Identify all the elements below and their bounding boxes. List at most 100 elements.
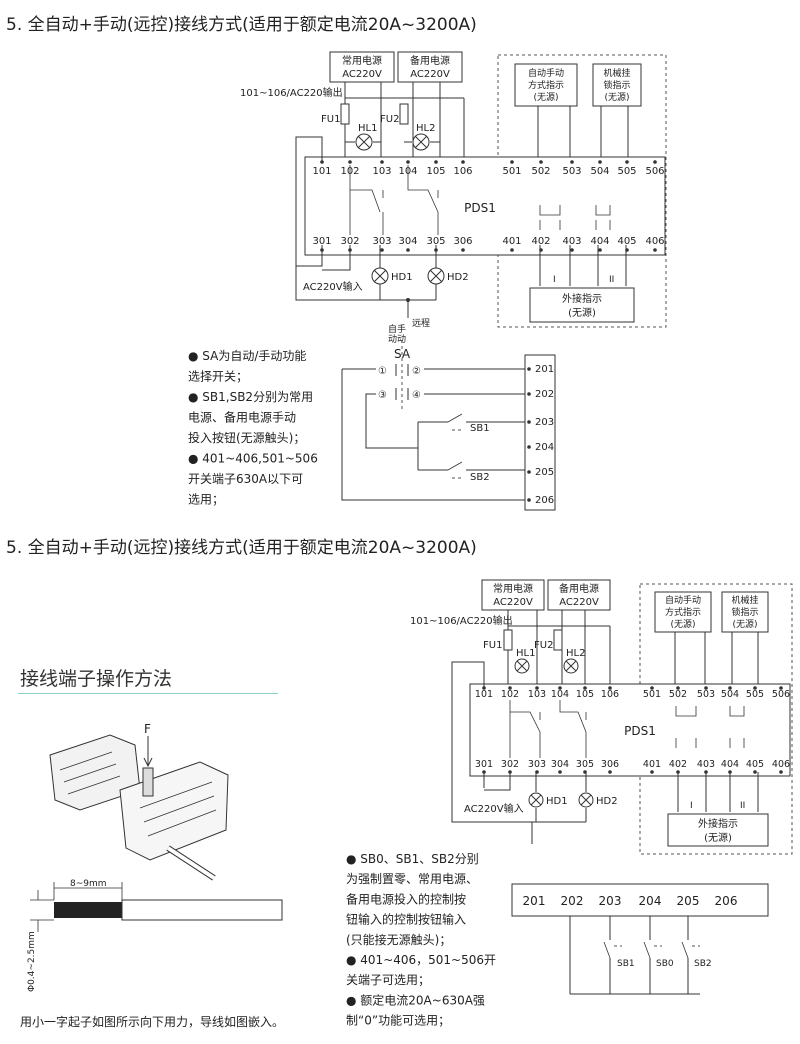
terminal-op-title: 接线端子操作方法 bbox=[20, 668, 173, 690]
junction-dot bbox=[406, 298, 410, 302]
s1-top-terminal-label-10: 505 bbox=[617, 166, 636, 177]
s2-sb1-label: SB1 bbox=[617, 959, 635, 969]
s2-fuse2-symbol bbox=[553, 629, 563, 651]
s2-top-terminal-label-1: 102 bbox=[501, 689, 519, 700]
s2-bottom-terminal-label-5: 306 bbox=[601, 759, 619, 770]
sa-contact-bars bbox=[395, 364, 409, 400]
s1-top-terminal-label-9: 504 bbox=[590, 166, 609, 177]
s2-button-wiring bbox=[569, 916, 700, 995]
s2-main-power-voltage: AC220V bbox=[493, 597, 533, 608]
hd2-label: HD2 bbox=[447, 272, 469, 283]
s1-bottom-terminal-label-5: 306 bbox=[453, 236, 472, 247]
s2-fuse2-label: FU2 bbox=[534, 640, 553, 651]
s1-control-terminal-dot-0 bbox=[527, 367, 531, 371]
lamp-hl2 bbox=[412, 133, 430, 151]
s2-note-line-8: 制“0”功能可选用； bbox=[346, 1014, 450, 1028]
sb1-label: SB1 bbox=[470, 423, 490, 434]
s2-bottom-terminal-label-7: 402 bbox=[669, 759, 687, 770]
s2-bottom-terminal-label-9: 404 bbox=[721, 759, 739, 770]
s2-left-loop-wire bbox=[451, 661, 586, 823]
s2-top-terminal-label-6: 501 bbox=[643, 689, 661, 700]
s1-bottom-terminal-dot-11 bbox=[653, 248, 657, 252]
mode-indicator-line3: (无源) bbox=[533, 92, 558, 103]
control-wiring bbox=[341, 368, 525, 501]
s1-top-terminal-dot-8 bbox=[570, 160, 574, 164]
s2-control-terminal-label-4: 205 bbox=[677, 894, 700, 908]
lock-indicator-line1: 机械挂 bbox=[603, 67, 630, 79]
main-power-label: 常用电源 bbox=[342, 54, 382, 67]
s1-control-terminal-dot-5 bbox=[527, 498, 531, 502]
s1-top-terminal-dot-7 bbox=[539, 160, 543, 164]
s2-internal-contact-3 bbox=[675, 706, 745, 748]
s2-ext-indicator-line2: (无源) bbox=[704, 831, 732, 844]
s2-top-terminal-dot-9 bbox=[728, 686, 732, 690]
s1-top-terminal-label-6: 501 bbox=[502, 166, 521, 177]
s2-note-line-5: ● 401~406，501~506开 bbox=[346, 953, 496, 967]
s2-pds1-terminal-block bbox=[469, 683, 791, 777]
fuse2-symbol bbox=[399, 103, 409, 125]
s1-bottom-terminal-dot-8 bbox=[570, 248, 574, 252]
s2-bottom-terminal-label-3: 304 bbox=[551, 759, 569, 770]
s2-internal-contact-1 bbox=[509, 700, 541, 758]
s1-control-terminal-dot-1 bbox=[527, 392, 531, 396]
ext-indicator-wires bbox=[539, 245, 627, 286]
s1-top-terminal-label-0: 101 bbox=[312, 166, 331, 177]
s1-top-terminal-dot-2 bbox=[380, 160, 384, 164]
s2-lamp2-label: HL2 bbox=[566, 648, 585, 659]
s2-fuse1-label: FU1 bbox=[483, 640, 502, 651]
mode-indicator-line1: 自动手动 bbox=[528, 67, 564, 79]
s2-top-terminal-label-11: 506 bbox=[772, 689, 790, 700]
s1-bottom-terminal-label-11: 406 bbox=[645, 236, 664, 247]
s1-control-terminal-label-2: 203 bbox=[535, 417, 554, 428]
s2-top-terminal-dot-10 bbox=[753, 686, 757, 690]
sa-auto-label: 自手 bbox=[388, 323, 406, 335]
s1-control-terminal-dot-4 bbox=[527, 470, 531, 474]
s1-note-line-5: ● 401~406,501~506 bbox=[188, 452, 318, 466]
s2-output-label: 101~106/AC220输出 bbox=[410, 614, 513, 627]
ext-indicator-line2: (无源) bbox=[568, 306, 596, 319]
s1-top-terminal-label-4: 105 bbox=[426, 166, 445, 177]
hd-wires bbox=[379, 245, 437, 318]
s1-bottom-terminal-label-4: 305 bbox=[426, 236, 445, 247]
s2-lamp-hl1 bbox=[514, 658, 530, 674]
s2-main-power-box bbox=[481, 579, 545, 611]
sa-remote-label: 远程 bbox=[412, 318, 430, 329]
s2-bottom-terminal-label-4: 305 bbox=[576, 759, 594, 770]
strip-length-label: 8~9mm bbox=[70, 879, 107, 889]
s2-sb0-label: SB0 bbox=[656, 959, 674, 969]
input-label: AC220V输入 bbox=[303, 280, 363, 293]
s1-bottom-terminal-label-0: 301 bbox=[312, 236, 331, 247]
s2-top-terminal-label-8: 503 bbox=[697, 689, 715, 700]
s2-bottom-terminal-label-0: 301 bbox=[475, 759, 493, 770]
s1-bottom-terminal-label-3: 304 bbox=[398, 236, 417, 247]
s2-bottom-terminal-dot-6 bbox=[650, 770, 654, 774]
s2-ext-indicator-wires bbox=[677, 772, 759, 812]
s2-top-terminal-dot-5 bbox=[608, 686, 612, 690]
lock-indicator-line2: 锁指示 bbox=[603, 79, 630, 91]
s2-top-terminal-dot-7 bbox=[676, 686, 680, 690]
s2-top-terminal-dot-11 bbox=[779, 686, 783, 690]
lamp-hl1 bbox=[355, 133, 373, 151]
s1-note-line-7: 选用； bbox=[188, 493, 224, 507]
backup-power-box bbox=[397, 51, 463, 83]
s2-lamp-hl2 bbox=[563, 658, 579, 674]
sa-auto-label2: 动动 bbox=[388, 334, 406, 345]
s2-control-terminal-strip bbox=[511, 883, 769, 917]
s2-bottom-terminal-label-2: 303 bbox=[528, 759, 546, 770]
sa-contact-4: ④ bbox=[412, 390, 421, 401]
s2-input-label: AC220V输入 bbox=[464, 802, 524, 815]
s2-note-line-3: 钮输入的控制按钮输入 bbox=[346, 912, 466, 927]
section1-heading: 5. 全自动+手动(远控)接线方式(适用于额定电流20A~3200A) bbox=[6, 15, 477, 35]
s1-control-terminal-label-3: 204 bbox=[535, 442, 554, 453]
wire-diameter-label: Φ0.4~2.5mm bbox=[27, 931, 37, 992]
s2-mode-indicator-box bbox=[654, 591, 712, 633]
ext-indicator-line1: 外接指示 bbox=[562, 292, 602, 305]
s1-bottom-terminal-label-9: 404 bbox=[590, 236, 609, 247]
s2-button-blades bbox=[603, 941, 689, 959]
s2-bottom-terminal-dot-3 bbox=[558, 770, 562, 774]
backup-power-label: 备用电源 bbox=[410, 54, 450, 67]
